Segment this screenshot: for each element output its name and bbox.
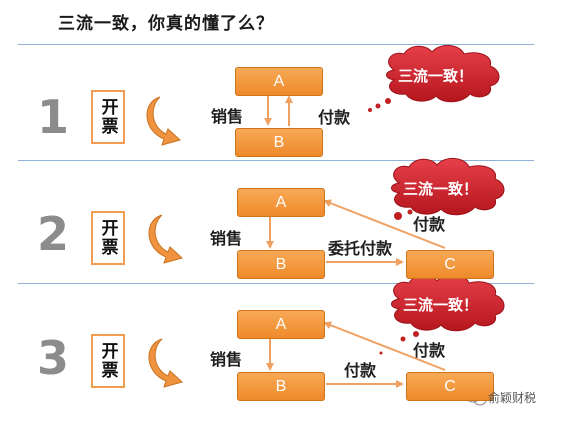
invoice-box: 开票 (91, 334, 125, 388)
cloud-text: 三流一致！ (403, 296, 479, 314)
node-a: A (237, 310, 325, 339)
node-c: C (406, 372, 494, 401)
cloud-text: 三流一致！ (398, 67, 474, 85)
divider (18, 160, 534, 161)
invoice-box: 开票 (91, 90, 125, 144)
node-a: A (235, 67, 323, 96)
step-number: 3 (37, 331, 70, 385)
curved-arrow-icon (148, 214, 184, 264)
curved-arrow-icon (148, 338, 184, 388)
payment-label: 付款 (318, 108, 351, 127)
cloud-text: 三流一致！ (403, 180, 479, 198)
entrust-payment-label: 委托付款 (328, 239, 393, 258)
payment-label: 付款 (413, 215, 446, 234)
curved-arrow-icon (146, 96, 182, 146)
page-title: 三流一致，你真的懂了么？ (58, 14, 274, 34)
cloud-shape (386, 45, 500, 103)
sales-label: 销售 (211, 107, 244, 126)
step-number: 2 (37, 207, 70, 261)
payment-label: 付款 (413, 341, 446, 360)
sales-label: 销售 (210, 229, 243, 248)
payment-arrow (323, 199, 446, 249)
divider (18, 44, 534, 45)
node-b: B (237, 250, 325, 279)
cloud-shape (391, 158, 505, 216)
step-number: 1 (37, 90, 70, 144)
payment-label: 付款 (344, 361, 377, 380)
divider (18, 283, 534, 284)
node-a: A (237, 188, 325, 217)
payment-arrow (323, 321, 446, 371)
node-c: C (406, 250, 494, 279)
node-b: B (237, 372, 325, 401)
invoice-box: 开票 (91, 211, 125, 265)
watermark-text: 俞颖财税 (488, 391, 537, 405)
node-b: B (235, 128, 323, 157)
sales-label: 销售 (210, 350, 243, 369)
